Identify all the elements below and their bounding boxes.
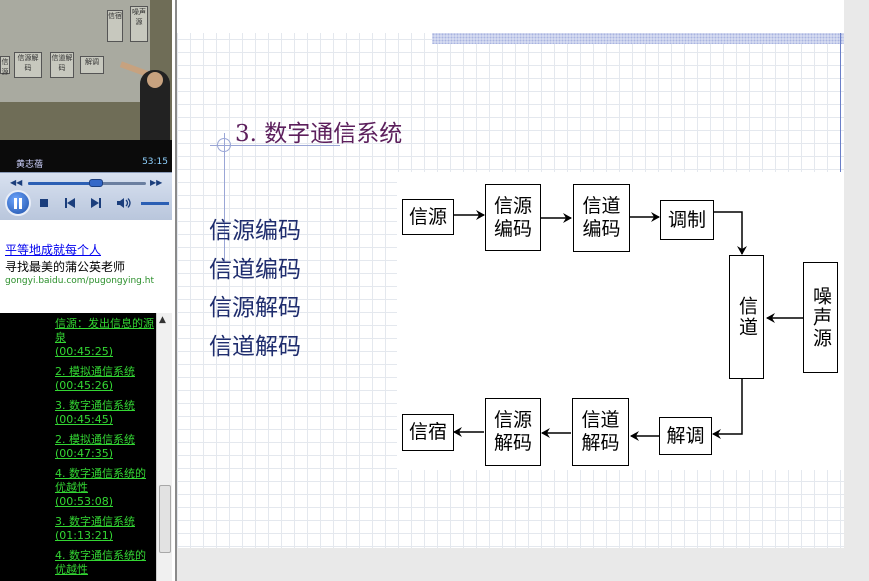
chapter-time[interactable]: (01:13:21) <box>55 529 113 542</box>
diagram-box-source-decoder: 信源解码 <box>485 398 541 466</box>
video-player[interactable]: 信宿 噪声源 信源解码 信道解码 解调 信源 黄志蓓 53:15 <box>0 0 172 172</box>
chapter-title[interactable]: 2. 模拟通信系统 <box>55 433 135 446</box>
diagram-box-label: 信宿 <box>409 421 447 444</box>
diagram-box-label: 信源编码 <box>493 195 533 241</box>
video-box-label: 信源解码 <box>18 54 39 72</box>
chapter-scrollbar[interactable]: ▲ <box>156 313 172 581</box>
stop-button[interactable] <box>38 197 50 209</box>
slide-top-band <box>177 0 844 33</box>
chapter-time[interactable]: (00:45:45) <box>55 413 113 426</box>
diagram-box-label: 信道解码 <box>581 409 621 455</box>
chapter-title[interactable]: 信源：发出信息的源泉 <box>55 317 154 344</box>
diagram-box-label: 信道 <box>735 296 758 338</box>
slide: 3. 数字通信系统 信源编码 信道编码 信源解码 信道解码 <box>177 0 844 548</box>
video-box-label: 解调 <box>85 58 99 66</box>
fast-forward-icon[interactable]: ▶▶ <box>150 178 162 187</box>
chapter-list-panel: 信源：发出信息的源泉(00:45:25)2. 模拟通信系统(00:45:26)3… <box>0 313 172 581</box>
ad-url[interactable]: gongyi.baidu.com/pugongying.ht <box>5 276 154 286</box>
diagram-box-source-encoder: 信源编码 <box>485 184 541 251</box>
term-item: 信源解码 <box>209 289 301 328</box>
seek-thumb[interactable] <box>89 179 103 187</box>
video-box-label: 信源 <box>2 58 9 76</box>
video-box-label: 信道解码 <box>52 54 73 72</box>
diagram-box-label: 信道编码 <box>582 195 622 241</box>
rewind-icon[interactable]: ◀◀ <box>10 178 22 187</box>
diagram-box-source: 信源 <box>402 199 454 235</box>
chapter-list: 信源：发出信息的源泉(00:45:25)2. 模拟通信系统(00:45:26)3… <box>55 317 155 581</box>
video-box-label: 信宿 <box>108 12 122 20</box>
volume-icon[interactable] <box>116 197 132 209</box>
ad-headline-link[interactable]: 平等地成就每个人 <box>5 241 101 258</box>
term-item: 信道编码 <box>209 251 301 290</box>
speaker-name: 黄志蓓 <box>16 157 43 170</box>
previous-icon[interactable] <box>64 197 76 209</box>
title-ornament-circle <box>217 138 231 152</box>
diagram-box-modulator: 调制 <box>660 200 714 240</box>
ad-subtitle[interactable]: 寻找最美的蒲公英老师 <box>5 258 125 275</box>
chapter-time[interactable]: (00:45:25) <box>55 345 113 358</box>
term-item: 信源编码 <box>209 212 301 251</box>
projected-slide: 信宿 噪声源 信源解码 信道解码 解调 信源 <box>0 0 150 102</box>
diagram-box-channel: 信道 <box>729 255 764 379</box>
chapter-time[interactable]: (00:47:35) <box>55 447 113 460</box>
chapter-item[interactable]: 信源：发出信息的源泉(00:45:25) <box>55 317 155 359</box>
video-box-source: 信源 <box>0 56 10 74</box>
diagram-box-label: 噪声源 <box>809 286 832 349</box>
diagram-box-label: 信源解码 <box>493 409 533 455</box>
arrow-modulator-to-channel <box>714 212 742 254</box>
term-list: 信源编码 信道编码 信源解码 信道解码 <box>209 212 301 366</box>
arrow-channel-to-demodulator <box>713 378 742 434</box>
video-box-demodulator: 解调 <box>80 56 104 74</box>
diagram-box-channel-decoder: 信道解码 <box>572 398 629 466</box>
left-panel: 信宿 噪声源 信源解码 信道解码 解调 信源 黄志蓓 53:15 ◀◀ ▶▶ <box>0 0 175 581</box>
pause-icon-bar <box>19 198 22 209</box>
diagram-box-demodulator: 解调 <box>659 417 712 455</box>
video-box-source-decoder: 信源解码 <box>14 52 42 78</box>
chapter-item[interactable]: 2. 模拟通信系统(00:45:26) <box>55 365 155 393</box>
chapter-title[interactable]: 4. 数字通信系统的优越性 <box>55 467 146 494</box>
diagram-box-channel-encoder: 信道编码 <box>573 184 630 252</box>
diagram-box-label: 解调 <box>666 425 704 448</box>
video-box-channel-decoder: 信道解码 <box>50 52 74 78</box>
chapter-title[interactable]: 4. 数字通信系统的优越性 <box>55 549 146 576</box>
chapter-time[interactable]: (00:53:08) <box>55 495 113 508</box>
diagram-box-label: 调制 <box>668 209 706 232</box>
chapter-title[interactable]: 2. 模拟通信系统 <box>55 365 135 378</box>
video-info-bar: 黄志蓓 53:15 <box>0 156 172 172</box>
video-box-label: 噪声源 <box>132 8 146 26</box>
decorative-vertical-line <box>840 33 841 173</box>
scroll-thumb[interactable] <box>159 485 171 553</box>
next-icon[interactable] <box>90 197 102 209</box>
seek-fill <box>28 182 96 185</box>
player-controls: ◀◀ ▶▶ <box>0 172 172 220</box>
chapter-title[interactable]: 3. 数字通信系统 <box>55 515 135 528</box>
stop-icon <box>40 199 48 207</box>
video-frame: 信宿 噪声源 信源解码 信道解码 解调 信源 <box>0 0 172 140</box>
video-box-noise: 噪声源 <box>130 6 148 42</box>
pause-icon-bar <box>14 198 17 209</box>
chapter-item[interactable]: 3. 数字通信系统(01:13:21) <box>55 515 155 543</box>
seek-bar[interactable]: ◀◀ ▶▶ <box>10 178 162 188</box>
term-item: 信道解码 <box>209 328 301 367</box>
diagram-box-label: 信源 <box>409 206 447 229</box>
chapter-item[interactable]: 4. 数字通信系统的优越性 <box>55 549 155 577</box>
chapter-title[interactable]: 3. 数字通信系统 <box>55 399 135 412</box>
diagram-box-noise-source: 噪声源 <box>803 262 838 373</box>
video-duration: 53:15 <box>142 157 168 167</box>
video-box-sink: 信宿 <box>107 10 123 42</box>
decorative-dotted-band <box>432 33 844 44</box>
chapter-item[interactable]: 3. 数字通信系统(00:45:45) <box>55 399 155 427</box>
diagram-box-sink: 信宿 <box>402 414 454 451</box>
chapter-item[interactable]: 4. 数字通信系统的优越性(00:53:08) <box>55 467 155 509</box>
pause-button[interactable] <box>5 190 31 216</box>
communication-system-diagram: 信源 信源编码 信道编码 调制 信道 噪声源 解调 信道解码 信源解码 信宿 <box>397 172 844 470</box>
slide-viewport: 3. 数字通信系统 信源编码 信道编码 信源解码 信道解码 <box>177 0 869 581</box>
scroll-up-icon[interactable]: ▲ <box>159 315 166 325</box>
volume-slider[interactable] <box>141 202 169 205</box>
slide-title: 3. 数字通信系统 <box>235 114 402 148</box>
presenter-head <box>147 72 163 88</box>
chapter-item[interactable]: 2. 模拟通信系统(00:47:35) <box>55 433 155 461</box>
chapter-time[interactable]: (00:45:26) <box>55 379 113 392</box>
